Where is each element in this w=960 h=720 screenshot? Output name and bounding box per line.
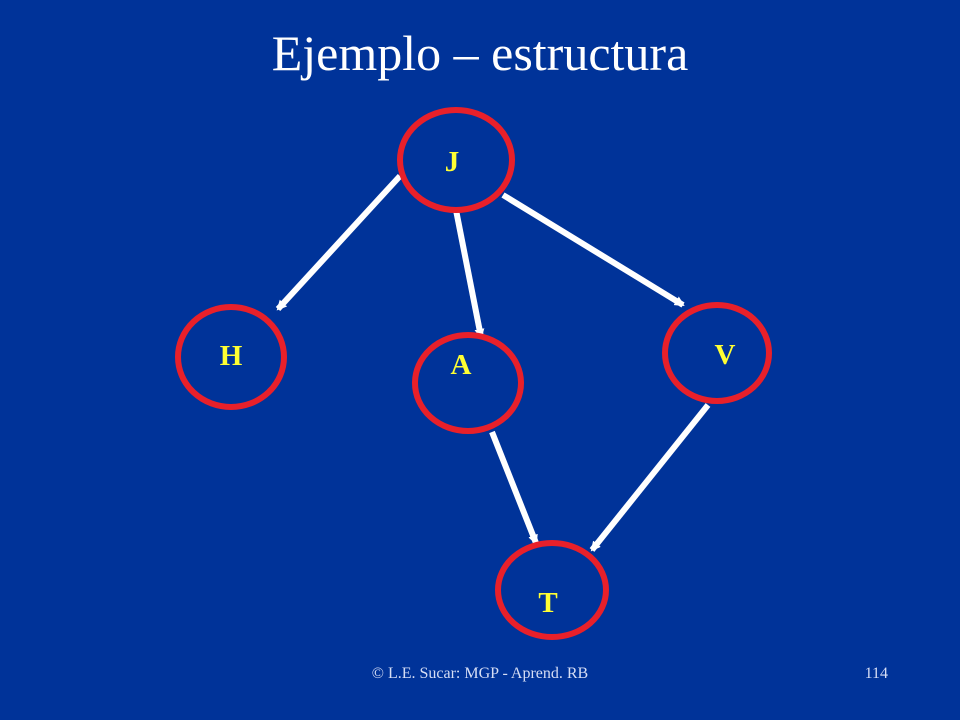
page-number: 114 — [864, 665, 888, 682]
node-t-label: T — [538, 587, 557, 619]
node-h-label: H — [220, 340, 243, 372]
edge-j-to-v — [501, 192, 685, 308]
edge-a-to-t — [489, 430, 539, 545]
edge-j-to-a — [453, 209, 485, 339]
node-a-label: A — [451, 349, 472, 381]
edge-j-to-h — [275, 173, 403, 312]
node-j: J — [397, 107, 515, 213]
node-h: H — [175, 304, 287, 410]
node-v: V — [662, 302, 772, 404]
node-a: A — [412, 332, 524, 434]
node-v-label: V — [715, 339, 736, 371]
edge-v-to-t — [589, 403, 711, 552]
node-j-label: J — [445, 146, 460, 178]
footer-credit: © L.E. Sucar: MGP - Aprend. RB — [371, 665, 589, 682]
slide-title: Ejemplo – estructura — [271, 25, 689, 81]
node-t: T — [495, 540, 609, 640]
